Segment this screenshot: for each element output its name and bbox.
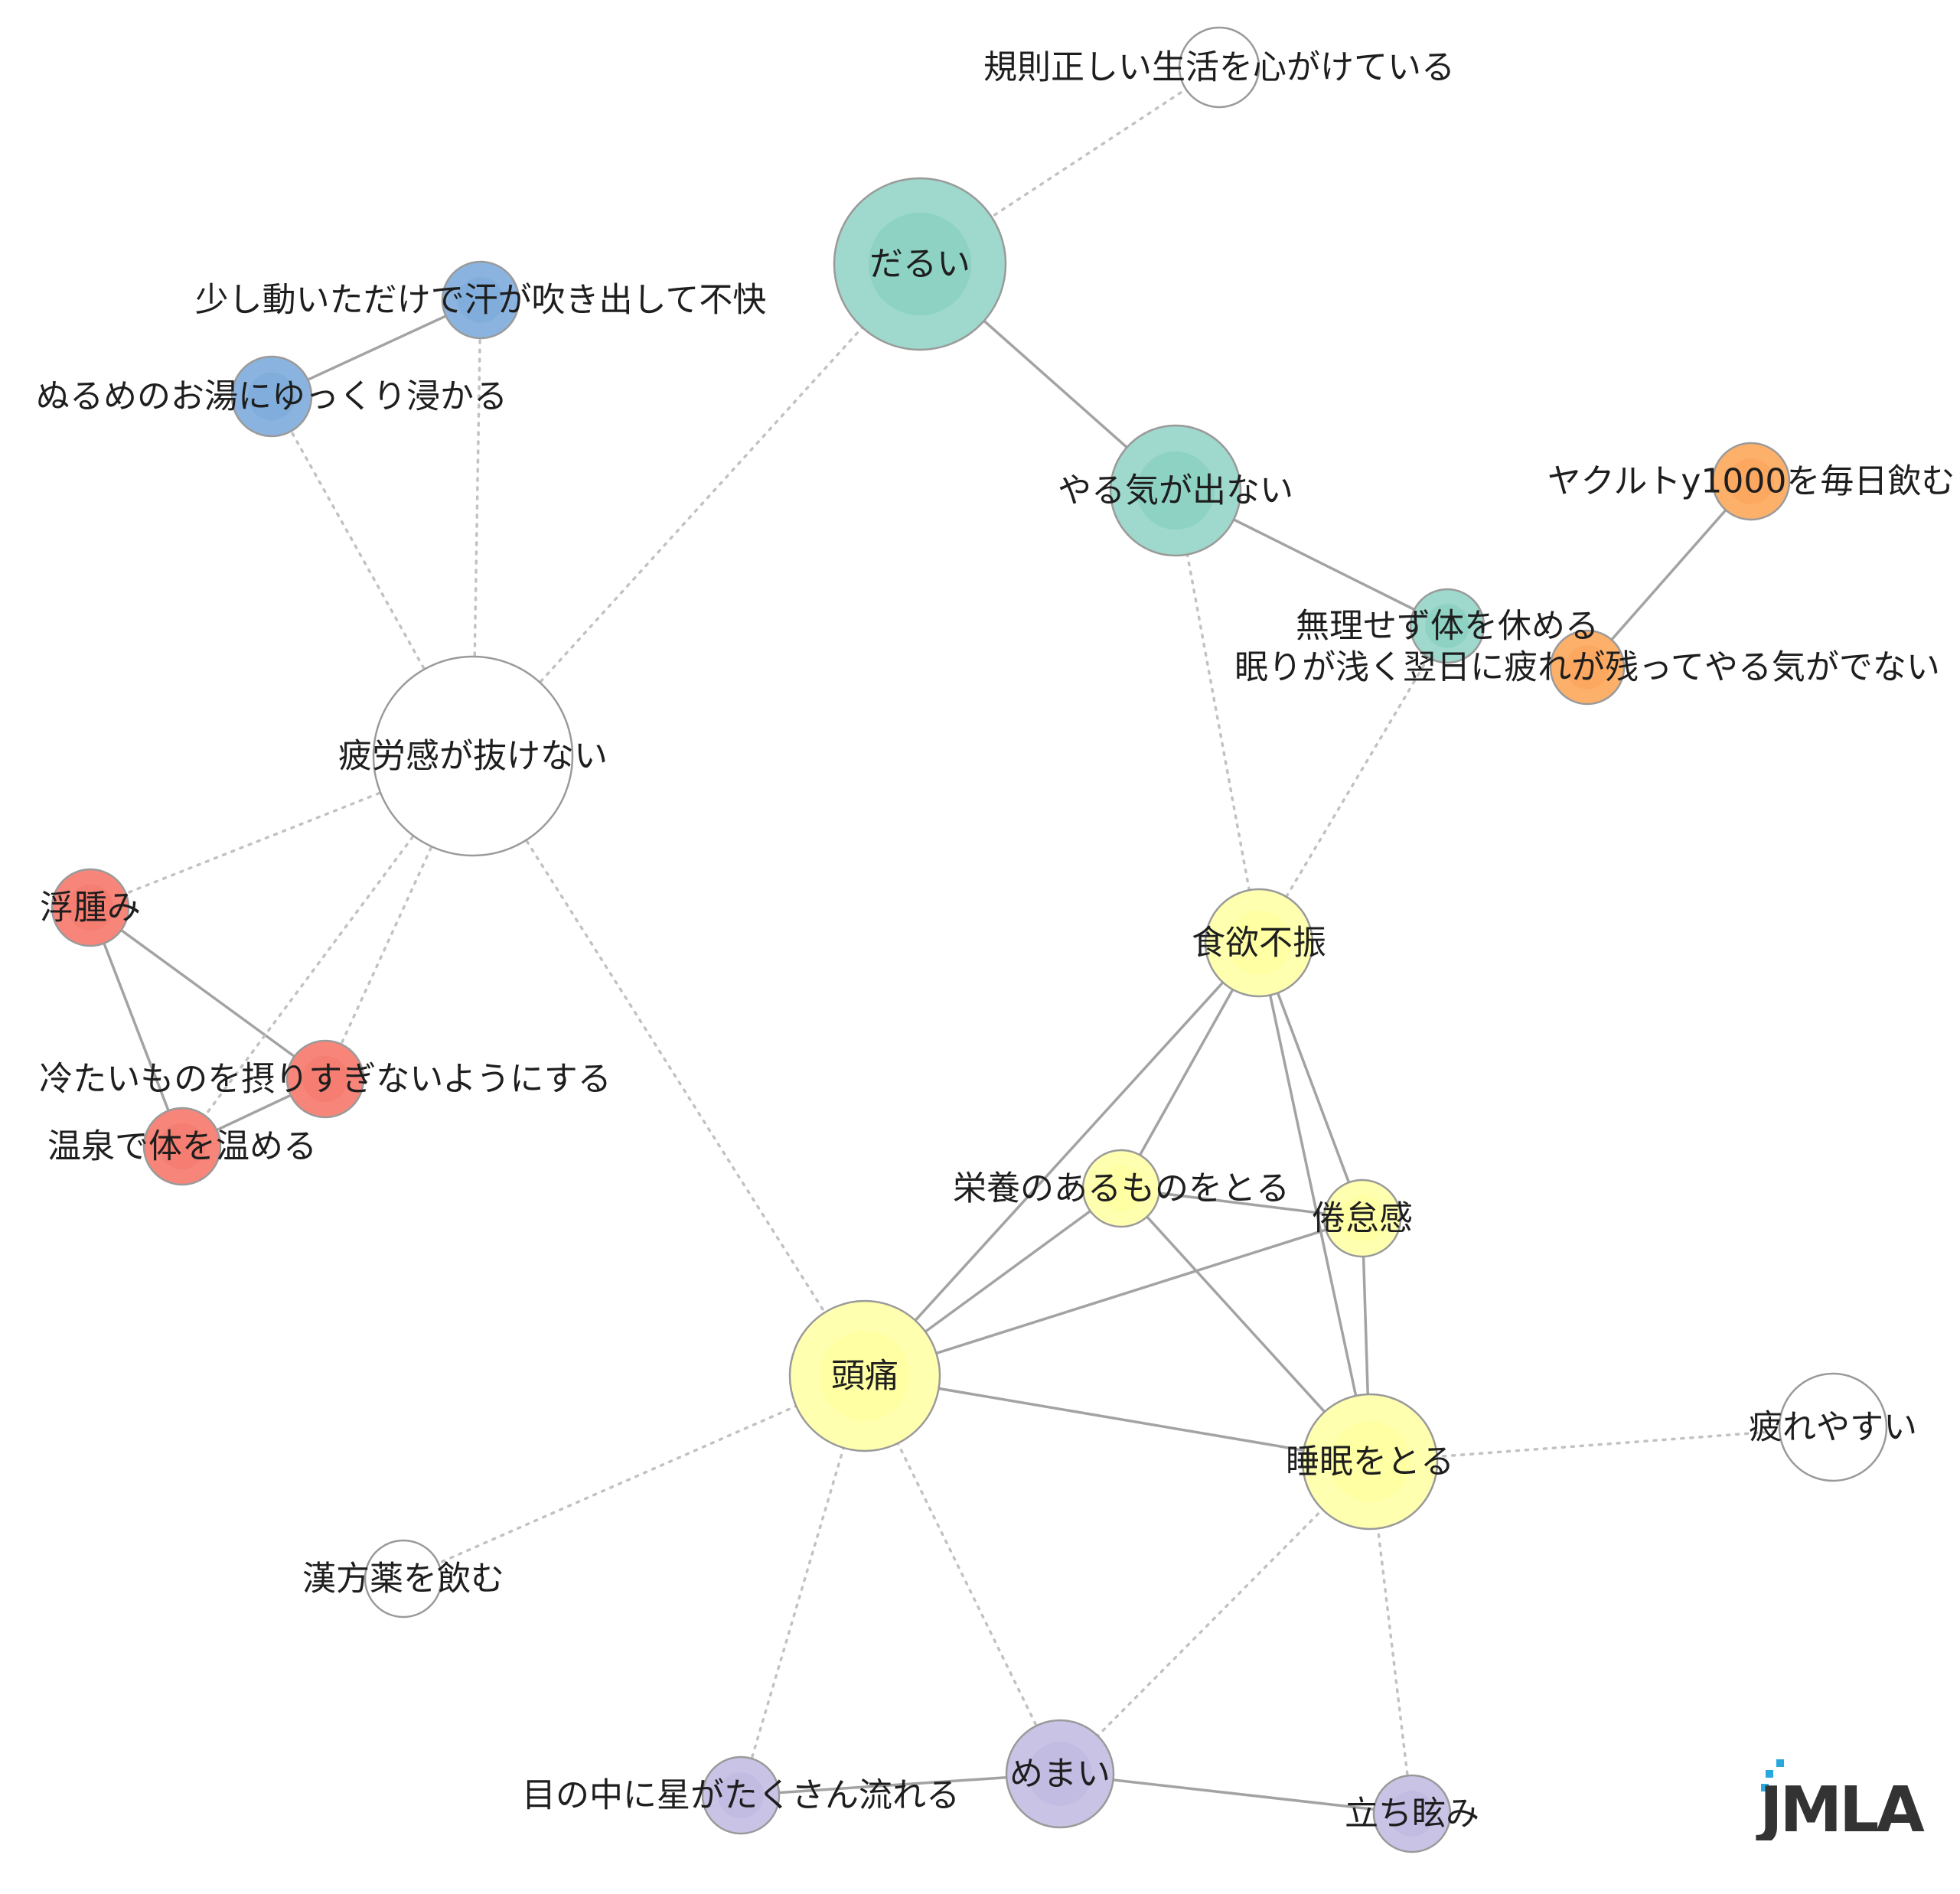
- node-label-eiyou: 栄養のあるものをとる: [953, 1169, 1290, 1208]
- jmla-logo: JMLA: [1756, 1759, 1928, 1840]
- node-hirou: [372, 655, 574, 857]
- node-label-ase: 少し動いただけで汗が吹き出して不快: [195, 281, 767, 320]
- node-core-nemuri: [1565, 645, 1609, 689]
- edge-yakult-nemuri: [1586, 480, 1753, 669]
- edge-hirou-tsumetai: [324, 755, 475, 1081]
- node-label-fushu: 浮腫み: [40, 888, 141, 927]
- node-label-tsukare: 疲れやすい: [1749, 1408, 1917, 1447]
- node-kisoku: [1178, 26, 1260, 109]
- node-label-yaruki: やる気が出ない: [1058, 471, 1293, 510]
- node-core-shokuyoku: [1227, 911, 1291, 975]
- node-label-tachi: 立ち眩み: [1345, 1795, 1479, 1834]
- edge-muri-shokuyoku: [1257, 624, 1449, 944]
- node-label-kanpou: 漢方薬を飲む: [302, 1560, 504, 1599]
- node-label-kentai: 倦怠感: [1312, 1199, 1413, 1238]
- logo-text: JMLA: [1756, 1774, 1925, 1840]
- node-core-kentai: [1339, 1195, 1385, 1241]
- edge-suimin-tsukare: [1368, 1426, 1834, 1463]
- edge-hirou-zutsu: [471, 755, 866, 1377]
- node-label-suimin: 睡眠をとる: [1286, 1443, 1454, 1482]
- node-label-hirou: 疲労感が抜けない: [338, 737, 608, 776]
- node-core-onsen: [159, 1123, 205, 1169]
- edge-suimin-memai: [1058, 1460, 1371, 1775]
- edge-fushu-onsen: [89, 907, 184, 1147]
- node-label-darui: だるい: [869, 245, 970, 284]
- edge-zutsu-kanpou: [402, 1374, 866, 1580]
- edge-hirou-onsen: [181, 755, 475, 1148]
- node-label-nemuri: 眠りが浅く翌日に疲れが残ってやる気がでない: [1234, 648, 1940, 687]
- node-tsukare: [1778, 1372, 1888, 1482]
- logo-accent-square: [1766, 1770, 1773, 1778]
- node-label-kisoku: 規則正しい生活を心がけている: [983, 48, 1455, 87]
- label-layer: 規則正しい生活を心がけているだるい少し動いただけで汗が吹き出して不快ぬるめのお湯…: [36, 48, 1955, 1834]
- node-core-tachi: [1389, 1791, 1435, 1837]
- node-core-ase: [458, 277, 504, 323]
- logo-accent-square: [1761, 1784, 1769, 1791]
- node-label-shokuyoku: 食欲不振: [1192, 924, 1326, 963]
- logo-accent-square: [1776, 1759, 1784, 1767]
- edge-shokuyoku-zutsu: [863, 941, 1260, 1377]
- edge-yaruki-shokuyoku: [1174, 489, 1260, 944]
- node-core-darui: [868, 212, 972, 316]
- edge-suimin-tachi: [1368, 1460, 1414, 1815]
- node-core-nurume: [247, 372, 296, 421]
- node-label-nurume: ぬるめのお湯にゆっくり浸かる: [36, 377, 507, 416]
- edge-fushu-tsumetai: [89, 906, 327, 1081]
- edge-zutsu-suimin: [864, 1374, 1371, 1463]
- node-label-tsumetai: 冷たいものを摂りすぎないようにする: [39, 1060, 611, 1099]
- node-core-tsumetai: [302, 1056, 348, 1102]
- node-kanpou: [364, 1539, 443, 1619]
- node-label-muri: 無理せず体を休める: [1296, 607, 1599, 646]
- node-core-yakult: [1728, 458, 1774, 504]
- edge-shokuyoku-suimin: [1257, 942, 1371, 1462]
- node-label-onsen: 温泉で体を温める: [47, 1127, 317, 1166]
- node-layer: [51, 26, 1888, 1853]
- node-core-hoshi: [718, 1772, 764, 1818]
- node-core-fushu: [67, 885, 113, 931]
- edge-kentai-zutsu: [864, 1217, 1363, 1377]
- node-core-memai: [1028, 1742, 1092, 1806]
- node-core-suimin: [1329, 1421, 1410, 1502]
- node-core-zutsu: [820, 1331, 910, 1421]
- edge-eiyou-kentai: [1120, 1187, 1363, 1220]
- node-core-muri: [1425, 604, 1469, 648]
- edge-memai-tachi: [1059, 1772, 1413, 1815]
- edge-hirou-fushu: [89, 755, 475, 909]
- edge-hirou-darui: [471, 262, 921, 758]
- node-label-yakult: ヤクルトy1000を毎日飲む: [1547, 462, 1955, 501]
- node-core-eiyou: [1098, 1165, 1144, 1211]
- node-label-hoshi: 目の中に星がたくさん流れる: [522, 1776, 960, 1815]
- node-label-memai: めまい: [1009, 1755, 1110, 1794]
- node-core-yaruki: [1137, 451, 1215, 530]
- node-label-zutsu: 頭痛: [831, 1357, 898, 1396]
